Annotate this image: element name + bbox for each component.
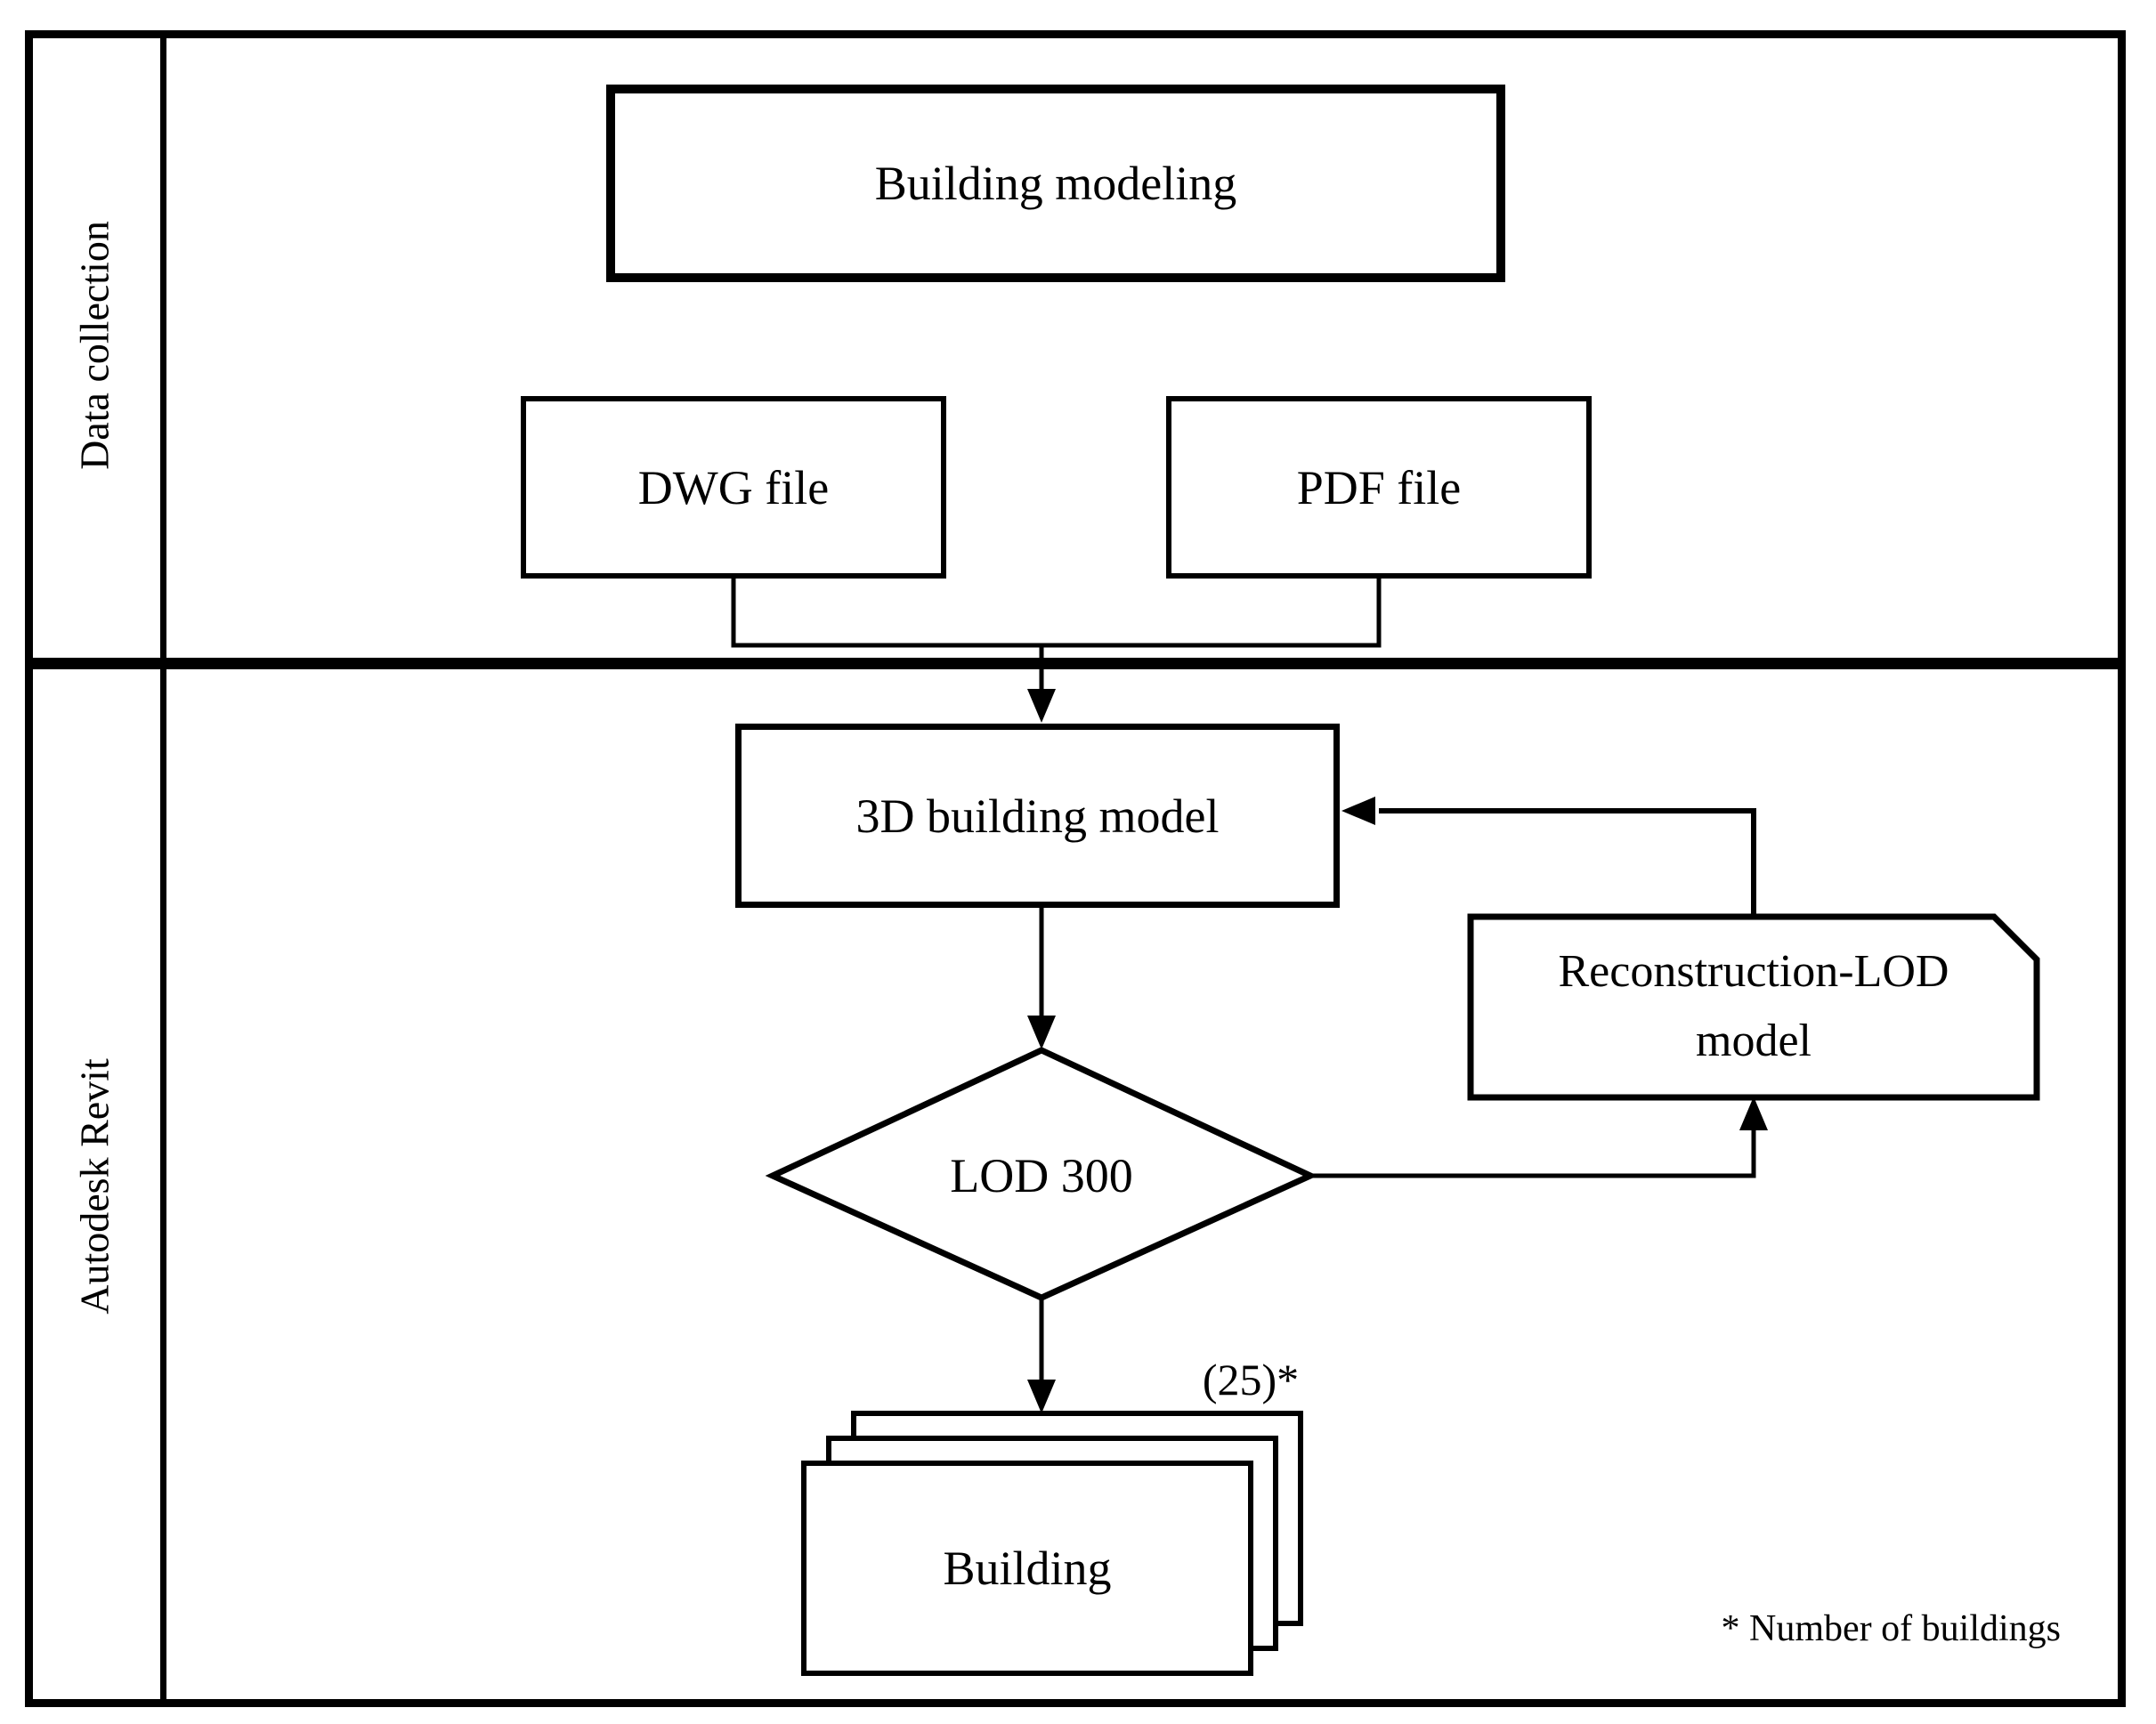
node-lod300-label: LOD 300 <box>950 1149 1133 1202</box>
footnote: * Number of buildings <box>1721 1608 2061 1649</box>
node-pdf-file: PDF file <box>1166 396 1592 579</box>
building-count-annotation: (25)* <box>1202 1355 1300 1404</box>
lane-label-column-divider <box>160 30 166 1707</box>
diagram-outer-border <box>25 30 2126 1707</box>
lane-label-autodesk-revit: Autodesk Revit <box>71 1058 118 1315</box>
node-pdf-file-label: PDF file <box>1296 460 1462 514</box>
node-dwg-file-label: DWG file <box>637 460 830 514</box>
lane-label-data-collection: Data collection <box>71 221 118 470</box>
lane-divider <box>25 658 2126 669</box>
node-building-modeling: Building modeling <box>606 85 1505 282</box>
node-building-label: Building <box>943 1542 1112 1595</box>
node-reconstruction-label-line2: model <box>1696 1016 1812 1066</box>
node-building-modeling-label: Building modeling <box>874 157 1237 210</box>
node-reconstruction-label-line1: Reconstruction-LOD <box>1558 946 1949 997</box>
node-3d-building-model-label: 3D building model <box>855 789 1220 843</box>
node-dwg-file: DWG file <box>521 396 946 579</box>
node-building-stack: Building <box>801 1461 1253 1676</box>
node-reconstruction-label: Reconstruction-LOD model <box>1478 937 2030 1076</box>
node-3d-building-model: 3D building model <box>735 724 1340 908</box>
